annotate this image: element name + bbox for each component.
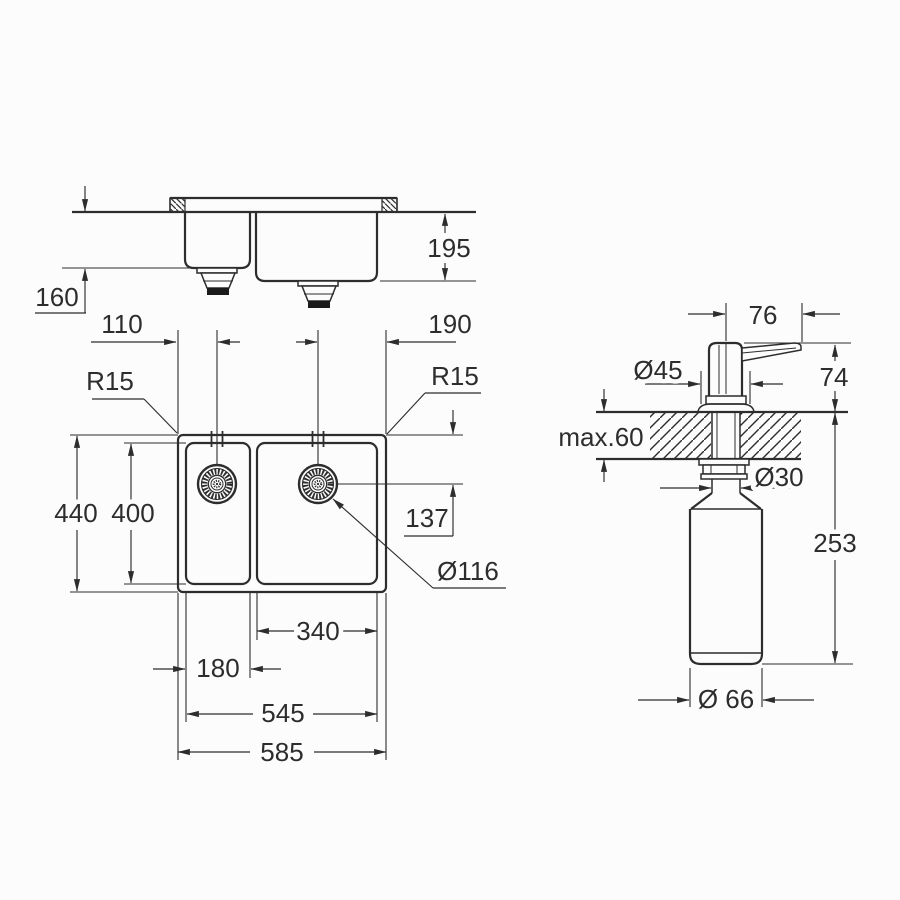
dim-label-545: 545 [261,698,304,728]
dim-label-r15-right: R15 [431,361,479,391]
dimension-195: 195 [380,213,476,282]
soap-dispenser-section-view: 76 Ø45 74 [554,296,861,719]
dimension-440: 440 [50,435,102,592]
pump-neck-step [705,395,747,405]
dimension-400: 400 [107,443,159,584]
large-bowl-profile [254,212,379,283]
dim-label-195: 195 [427,233,470,263]
pump-base-flange [697,403,755,413]
dim-label-110: 110 [101,309,142,339]
sink-side-section-view: 160 195 110 190 [31,186,476,482]
right-bowl-plan [255,441,379,586]
left-drain-strainer [196,463,238,505]
dim-label-160: 160 [35,282,78,312]
radius-callout-left: R15 [82,362,178,434]
dim-label-440: 440 [54,498,97,528]
width-extension-lines [177,593,387,760]
dim-label-74: 74 [820,362,849,392]
dimension-160: 160 [31,186,194,317]
dimension-110-190: 110 190 [91,305,476,482]
dimension-74: 74 [744,342,853,412]
mounting-nut [702,464,746,475]
counter-hatch-right-block [740,413,801,458]
dim-label-max60: max.60 [558,422,643,452]
dimension-180: 180 [153,649,281,688]
mounting-ring [700,473,748,480]
right-drain-fitting [297,280,339,308]
small-bowl-profile [183,212,252,270]
sink-plan-view: 440 400 137 [50,357,506,772]
counter-hatch-left [169,197,186,213]
dim-label-30: Ø30 [754,462,803,492]
dim-label-400: 400 [111,498,154,528]
drain-diameter-callout: Ø116 [332,498,506,591]
dimension-66: Ø 66 [638,668,814,719]
dimension-253: 253 [762,412,861,665]
dim-label-76: 76 [749,300,778,330]
dispenser-bottle [688,492,764,666]
dispenser-pump-head [697,341,802,413]
dimension-545: 545 [186,694,378,733]
counter-hatch-right [381,197,398,213]
dimension-137: 137 [318,410,463,538]
dimension-30: Ø30 [660,458,808,497]
dim-label-253: 253 [813,528,856,558]
dim-label-116: Ø116 [437,556,499,586]
dim-label-180: 180 [196,653,239,683]
counter-hatch-left-block [650,413,711,458]
dim-label-137: 137 [405,503,448,533]
dim-label-585: 585 [260,737,303,767]
mounting-washer [698,458,750,466]
dimension-340: 340 [256,612,378,651]
dispenser-shank [698,412,750,493]
radius-callout-right: R15 [386,357,483,435]
left-drain-fitting [196,267,238,295]
right-drain-strainer [297,463,339,505]
drain-centre-ticks [210,431,325,447]
dim-label-r15-left: R15 [86,366,134,396]
dim-label-45: Ø45 [633,355,682,385]
sink-outer-rim [176,433,388,594]
left-bowl-plan [184,441,252,586]
dimension-76: 76 [688,296,840,342]
dimension-max60: max.60 [554,389,648,482]
dim-label-66: Ø 66 [698,684,754,714]
dimension-45: Ø45 [629,351,783,404]
dim-label-340: 340 [296,616,339,646]
dim-label-190: 190 [428,309,471,339]
dimension-585: 585 [177,733,387,772]
